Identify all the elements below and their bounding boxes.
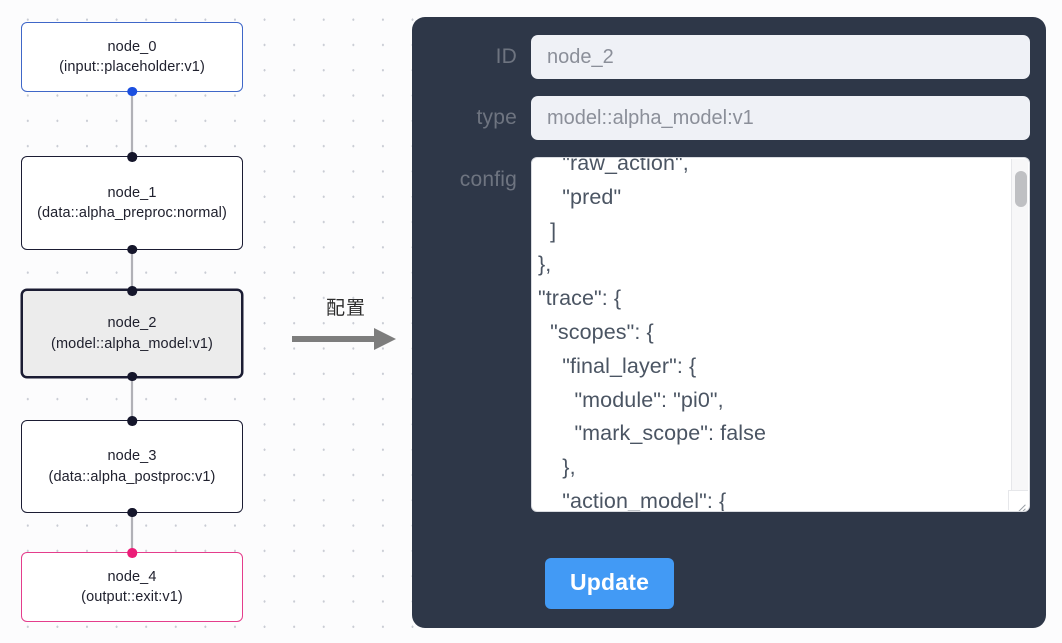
update-button[interactable]: Update bbox=[545, 558, 675, 609]
node-label: node_4(output::exit:v1) bbox=[81, 568, 183, 606]
graph-node-node_4[interactable]: node_4(output::exit:v1) bbox=[21, 548, 243, 622]
update-row: Update bbox=[412, 558, 1030, 609]
graph-node-node_3[interactable]: node_3(data::alpha_postproc:v1) bbox=[21, 416, 243, 517]
config-textarea[interactable]: "raw_action", "pred" ] }, "trace": { "sc… bbox=[531, 157, 1030, 512]
config-scrollbar-thumb[interactable] bbox=[1015, 171, 1027, 207]
node-label: node_1(data::alpha_preproc:normal) bbox=[37, 184, 227, 222]
config-resize-handle[interactable] bbox=[1008, 490, 1028, 510]
node-label: node_3(data::alpha_postproc:v1) bbox=[48, 448, 216, 485]
right-arrow-icon bbox=[292, 328, 396, 350]
config-field-row: config "raw_action", "pred" ] }, "trace"… bbox=[412, 157, 1030, 512]
type-input[interactable] bbox=[531, 96, 1030, 140]
node-label: node_0(input::placeholder:v1) bbox=[59, 38, 205, 76]
config-label: config bbox=[459, 168, 517, 191]
type-label: type bbox=[476, 106, 517, 129]
node-label: node_2(model::alpha_model:v1) bbox=[51, 315, 213, 352]
config-scrollbar[interactable] bbox=[1011, 159, 1028, 492]
node-handle-target[interactable] bbox=[127, 152, 137, 162]
config-annotation: 配置 bbox=[292, 296, 400, 358]
graph-node-node_0[interactable]: node_0(input::placeholder:v1) bbox=[21, 22, 243, 96]
node-handle-source[interactable] bbox=[127, 507, 137, 517]
id-label: ID bbox=[495, 45, 517, 68]
node-handle-source[interactable] bbox=[127, 244, 137, 254]
type-field-row: type bbox=[412, 96, 1030, 140]
node-handle-target[interactable] bbox=[127, 548, 137, 558]
id-field-row: ID bbox=[412, 35, 1030, 79]
node-handle-target[interactable] bbox=[127, 286, 137, 296]
graph-node-node_1[interactable]: node_1(data::alpha_preproc:normal) bbox=[21, 152, 243, 254]
id-input[interactable] bbox=[531, 35, 1030, 79]
config-textarea-content[interactable]: "raw_action", "pred" ] }, "trace": { "sc… bbox=[538, 157, 767, 512]
node-handle-source[interactable] bbox=[127, 86, 137, 96]
node-inspector-panel: ID type config "raw_action", "pred" ] },… bbox=[412, 17, 1046, 628]
node-handle-source[interactable] bbox=[127, 371, 137, 381]
node-handle-target[interactable] bbox=[127, 416, 137, 426]
graph-node-node_2[interactable]: node_2(model::alpha_model:v1) bbox=[21, 286, 243, 381]
config-annotation-label: 配置 bbox=[325, 297, 366, 319]
